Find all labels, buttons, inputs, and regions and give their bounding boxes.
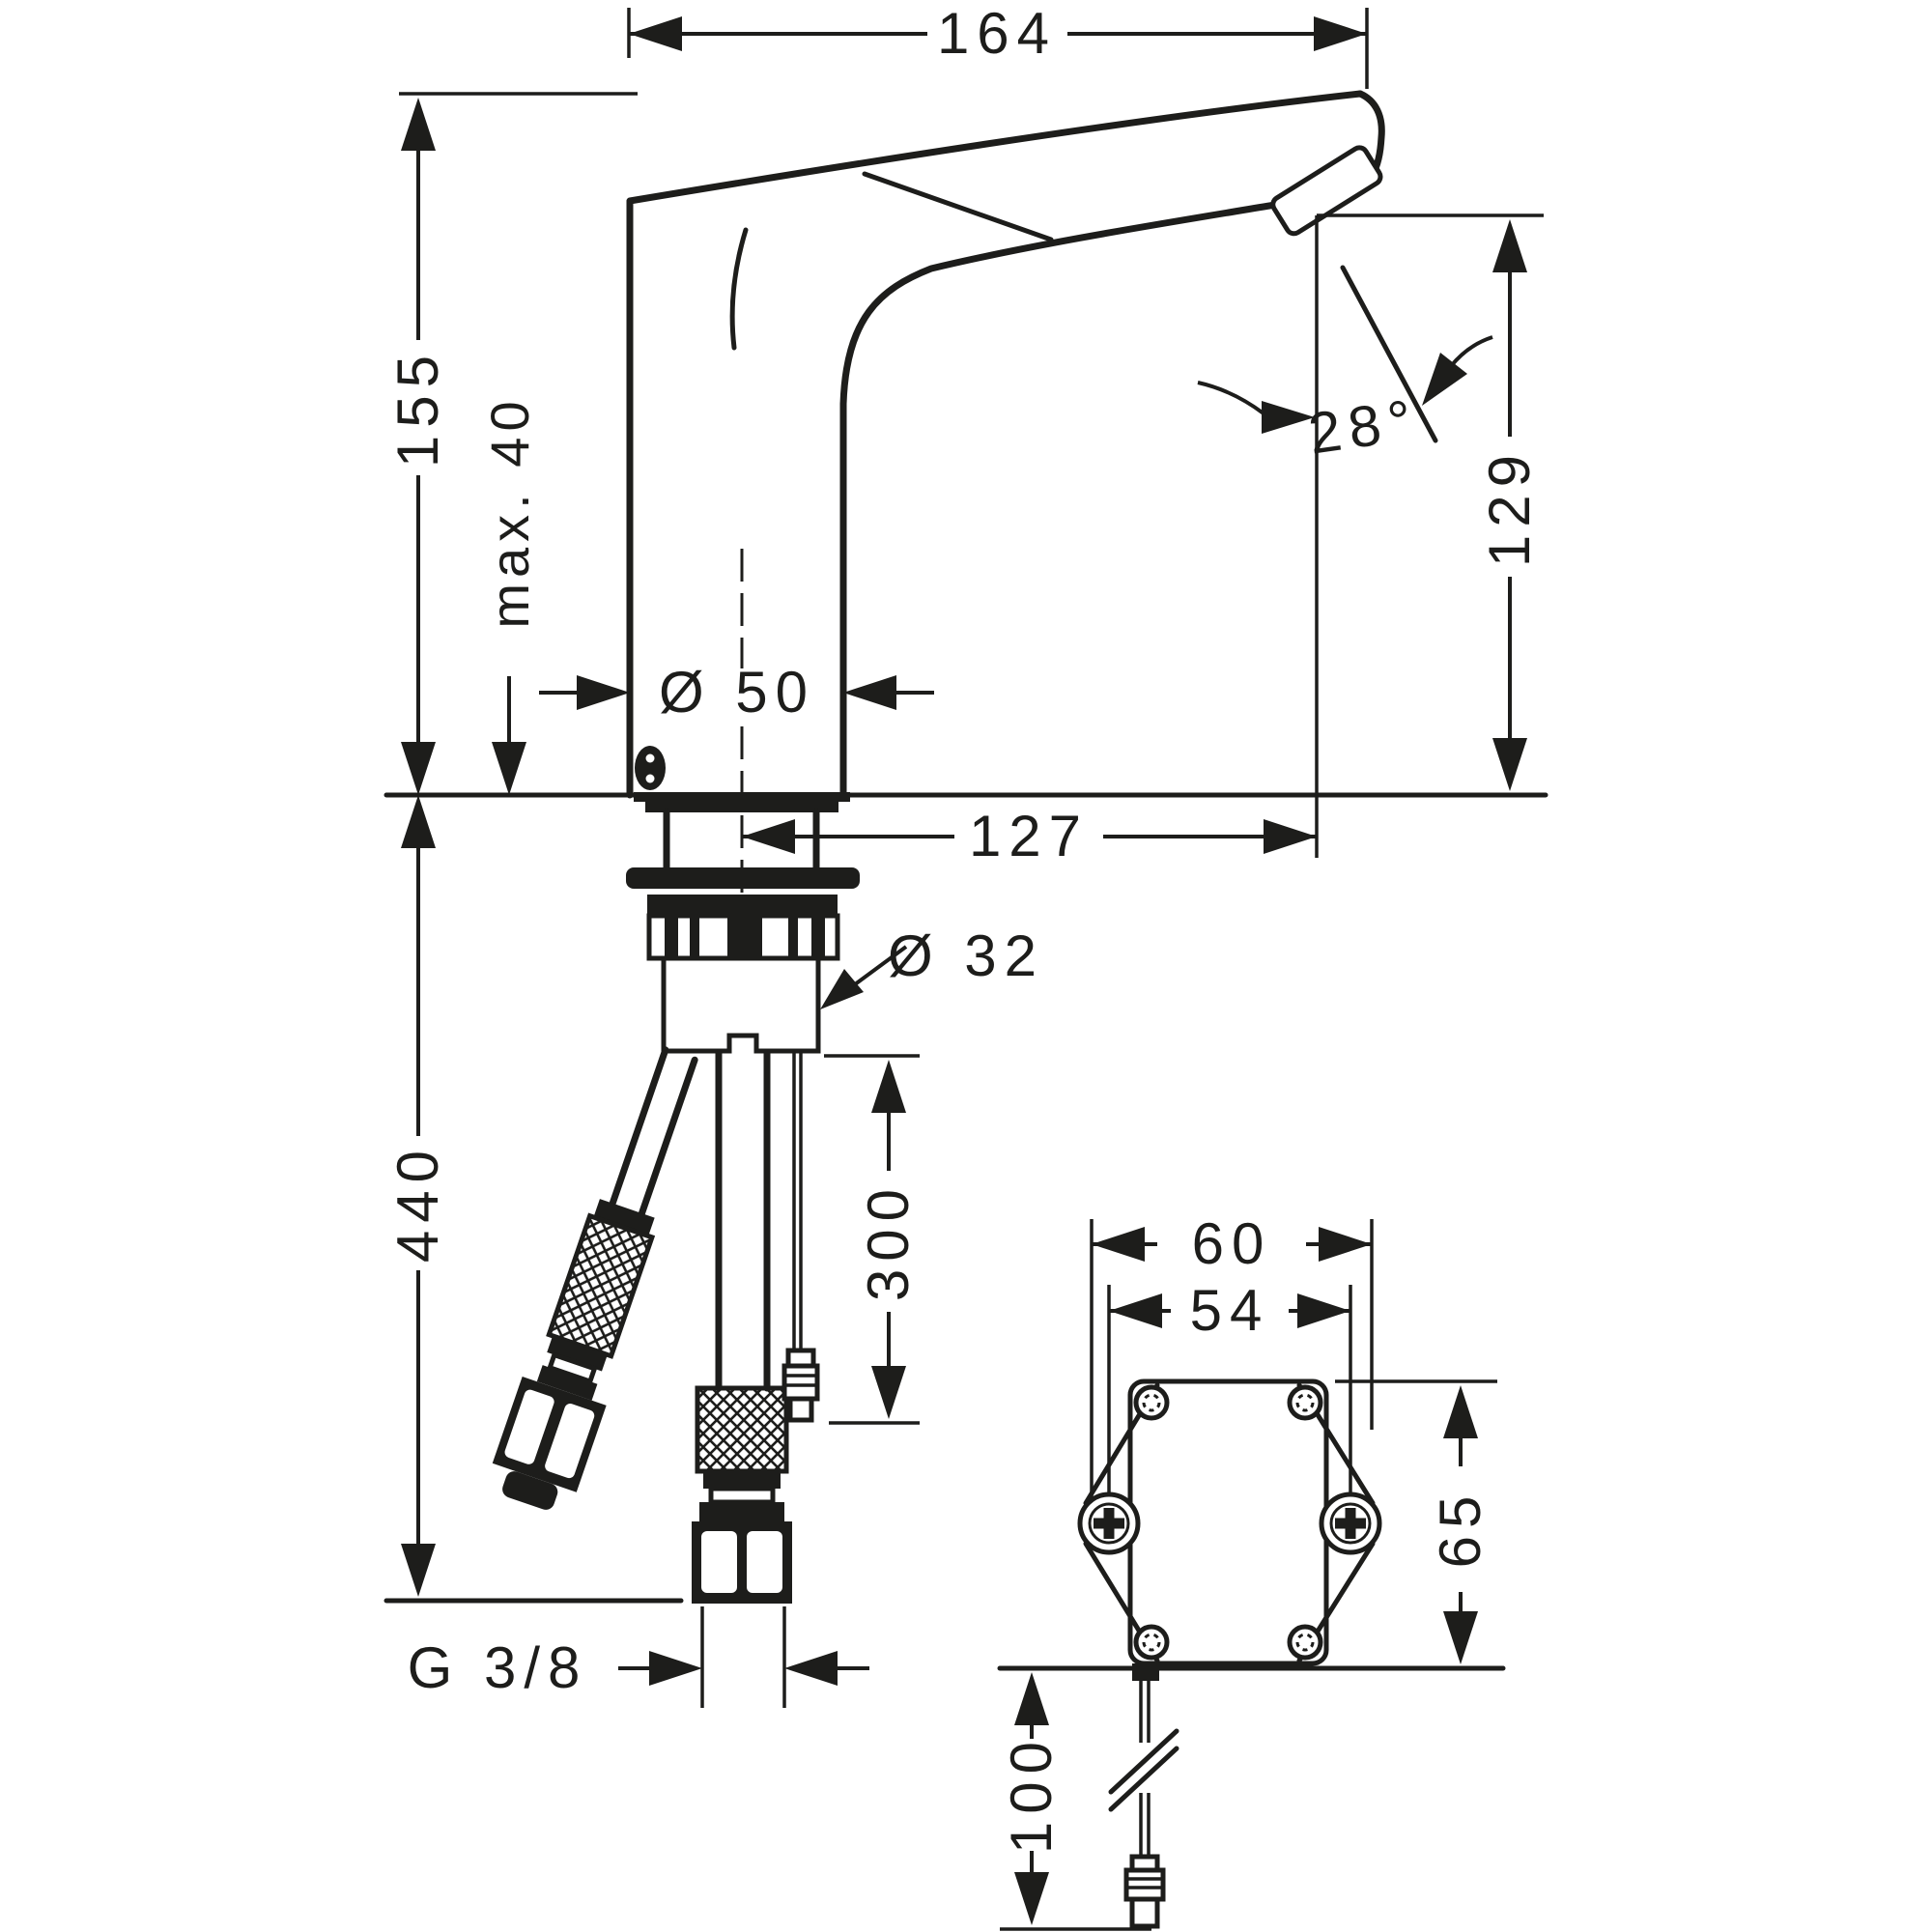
dim-label-155: 155 <box>385 348 450 468</box>
clamp-plate <box>647 895 838 916</box>
cable-break-mark <box>1108 1728 1179 1795</box>
aerator-band <box>1270 145 1383 237</box>
dim-label-d50: Ø 50 <box>659 660 815 724</box>
dim-box-screw-spacing: 54 <box>1107 1278 1352 1492</box>
faucet-outline <box>626 90 1364 799</box>
dim-tap-hole: Ø 32 <box>820 923 1044 1009</box>
dim-spout-angle: 28° <box>1197 265 1493 467</box>
dim-cable-length: 300 <box>824 1054 921 1425</box>
dim-base-diameter: Ø 50 <box>539 660 934 724</box>
clamp-slot <box>665 916 678 958</box>
dim-total-height: 155 <box>385 92 638 795</box>
dim-label-164: 164 <box>937 1 1057 66</box>
hose-braid <box>695 1385 789 1474</box>
dim-label-300: 300 <box>856 1181 921 1301</box>
corner-screws <box>1133 1384 1323 1661</box>
clamp-slot <box>690 916 699 958</box>
control-box-view <box>997 1378 1506 1929</box>
dim-label-65: 65 <box>1428 1489 1492 1569</box>
dim-supply-connection: G 3/8 <box>408 1606 869 1708</box>
center-supply-hose <box>692 1049 792 1604</box>
phillips-icon <box>1094 1508 1124 1539</box>
dim-max-deck-thickness: max. 40 <box>479 395 540 795</box>
clamp-slot <box>788 916 798 958</box>
body-accent-line <box>729 227 749 351</box>
cable-plug <box>781 1363 820 1402</box>
sensor-dot <box>645 753 655 763</box>
dim-label-g38: G 3/8 <box>408 1635 588 1700</box>
side-screw-right <box>1319 1492 1382 1555</box>
dim-label-440: 440 <box>385 1143 450 1263</box>
clamp-slot <box>811 916 825 958</box>
dim-label-28deg: 28° <box>1304 386 1423 466</box>
side-screw-left <box>1077 1492 1141 1555</box>
dim-box-cable-length: 100 <box>999 1672 1151 1931</box>
dim-label-d32: Ø 32 <box>888 923 1044 988</box>
dim-label-100: 100 <box>999 1734 1064 1854</box>
dim-label-60: 60 <box>1192 1211 1272 1276</box>
dim-outlet-height: 129 <box>1317 213 1544 791</box>
mounting-block <box>661 955 821 1054</box>
mounting-assembly <box>626 809 860 1054</box>
hose-braid <box>546 1212 656 1359</box>
dim-box-width: 60 <box>1090 1211 1374 1497</box>
box-cable-plug <box>1132 1663 1159 1681</box>
sensor-cable <box>781 1053 820 1423</box>
dim-hose-length: 440 <box>384 795 684 1604</box>
cable-break-mark <box>1108 1746 1179 1812</box>
dim-label-54: 54 <box>1190 1278 1270 1343</box>
threaded-rod <box>727 916 762 958</box>
dim-label-max40: max. 40 <box>479 395 540 628</box>
phillips-icon <box>1335 1508 1366 1539</box>
dim-label-127: 127 <box>969 804 1089 868</box>
left-supply-hose <box>492 1046 698 1510</box>
spout-underside <box>839 201 1279 799</box>
sensor-window <box>635 746 666 790</box>
dim-box-height: 65 <box>1335 1379 1497 1664</box>
dim-spout-projection: 164 <box>627 1 1369 89</box>
box-cable-connector <box>1123 1867 1166 1902</box>
spout-seam-line <box>862 171 1054 242</box>
dim-label-129: 129 <box>1477 447 1542 567</box>
dim-center-to-outlet: 127 <box>742 215 1319 868</box>
control-box <box>1127 1378 1329 1666</box>
sensor-dot <box>645 774 655 783</box>
